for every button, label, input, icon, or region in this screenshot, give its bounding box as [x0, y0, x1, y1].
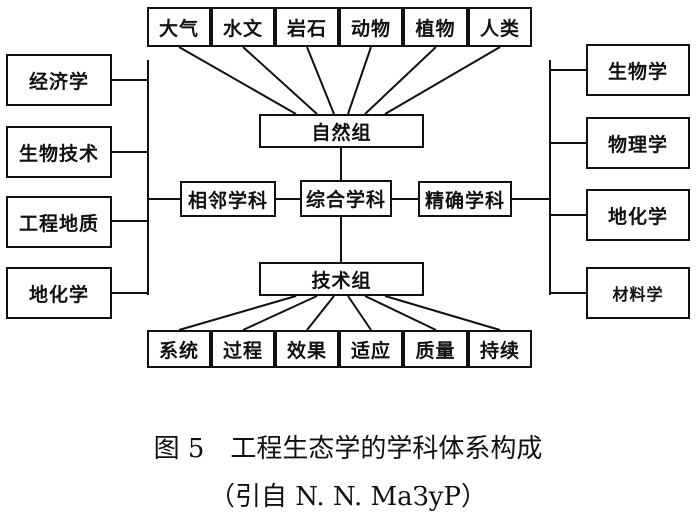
figure-caption-title: 图 5 工程生态学的学科体系构成	[153, 434, 543, 464]
top-box-human: 人类	[468, 7, 532, 47]
top-box-animal: 动物	[339, 7, 403, 47]
integrated-discipline-box: 综合学科	[300, 180, 392, 217]
left-box-geochemistry: 地化学	[6, 267, 112, 319]
top-box-plant: 植物	[403, 7, 468, 47]
bottom-box-effect: 效果	[275, 330, 339, 368]
left-box-economics: 经济学	[6, 54, 112, 106]
bottom-box-process: 过程	[211, 330, 275, 368]
right-box-materials-science: 材料学	[586, 267, 690, 319]
top-box-atmosphere: 大气	[147, 7, 211, 47]
top-box-hydrology: 水文	[211, 7, 275, 47]
right-box-geochemistry: 地化学	[586, 189, 690, 241]
tech-group-box: 技术组	[259, 262, 424, 296]
right-box-physics: 物理学	[586, 117, 690, 169]
bottom-box-system: 系统	[147, 330, 211, 368]
adjacent-discipline-box: 相邻学科	[180, 181, 276, 217]
bottom-box-adaptation: 适应	[339, 330, 403, 368]
top-box-rock: 岩石	[275, 7, 339, 47]
exact-discipline-box: 精确学科	[418, 181, 512, 217]
left-box-engineering-geology: 工程地质	[6, 196, 112, 248]
bottom-box-quality: 质量	[403, 330, 468, 368]
left-box-biotechnology: 生物技术	[6, 126, 112, 178]
right-box-biology: 生物学	[586, 44, 690, 96]
bottom-box-sustainability: 持续	[468, 330, 532, 368]
figure-caption-source: （引自 N. N. MaЗyP）	[208, 482, 487, 512]
natural-group-box: 自然组	[259, 114, 424, 148]
